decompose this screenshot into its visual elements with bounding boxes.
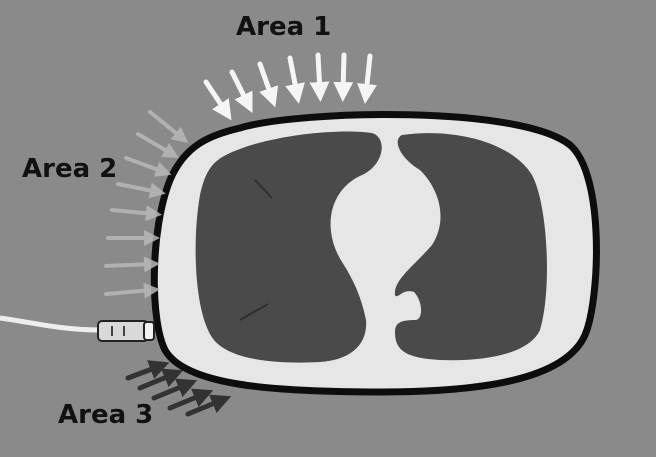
probe-tip — [144, 322, 154, 340]
area-3-arrow — [128, 366, 160, 378]
area-3-label: Area 3 — [58, 400, 153, 430]
probe-cable — [0, 318, 100, 330]
area-1-arrow — [290, 58, 297, 94]
area-1-arrow — [260, 64, 272, 98]
area-2-arrow — [106, 264, 152, 266]
area-3-arrow — [154, 384, 188, 398]
area-2-arrow — [126, 158, 164, 172]
ultrasound-probe-icon — [0, 318, 154, 341]
area-2-arrow — [112, 210, 154, 214]
area-1-arrow — [366, 56, 370, 94]
area-1-arrow — [343, 55, 344, 92]
area-3-arrow — [170, 394, 204, 408]
area-3-arrow — [140, 374, 174, 388]
area-1-arrow — [206, 82, 226, 112]
area-1-label: Area 1 — [236, 12, 331, 42]
area-1-arrow — [318, 55, 320, 92]
area-2-arrow — [138, 134, 172, 154]
area-2-arrow — [150, 112, 182, 138]
area-3-arrow — [188, 400, 222, 414]
area-2-label: Area 2 — [22, 154, 117, 184]
area-1-arrows — [206, 55, 370, 112]
area-1-arrow — [232, 72, 248, 104]
area-2-arrow — [118, 184, 158, 192]
area-2-arrow — [106, 290, 152, 294]
